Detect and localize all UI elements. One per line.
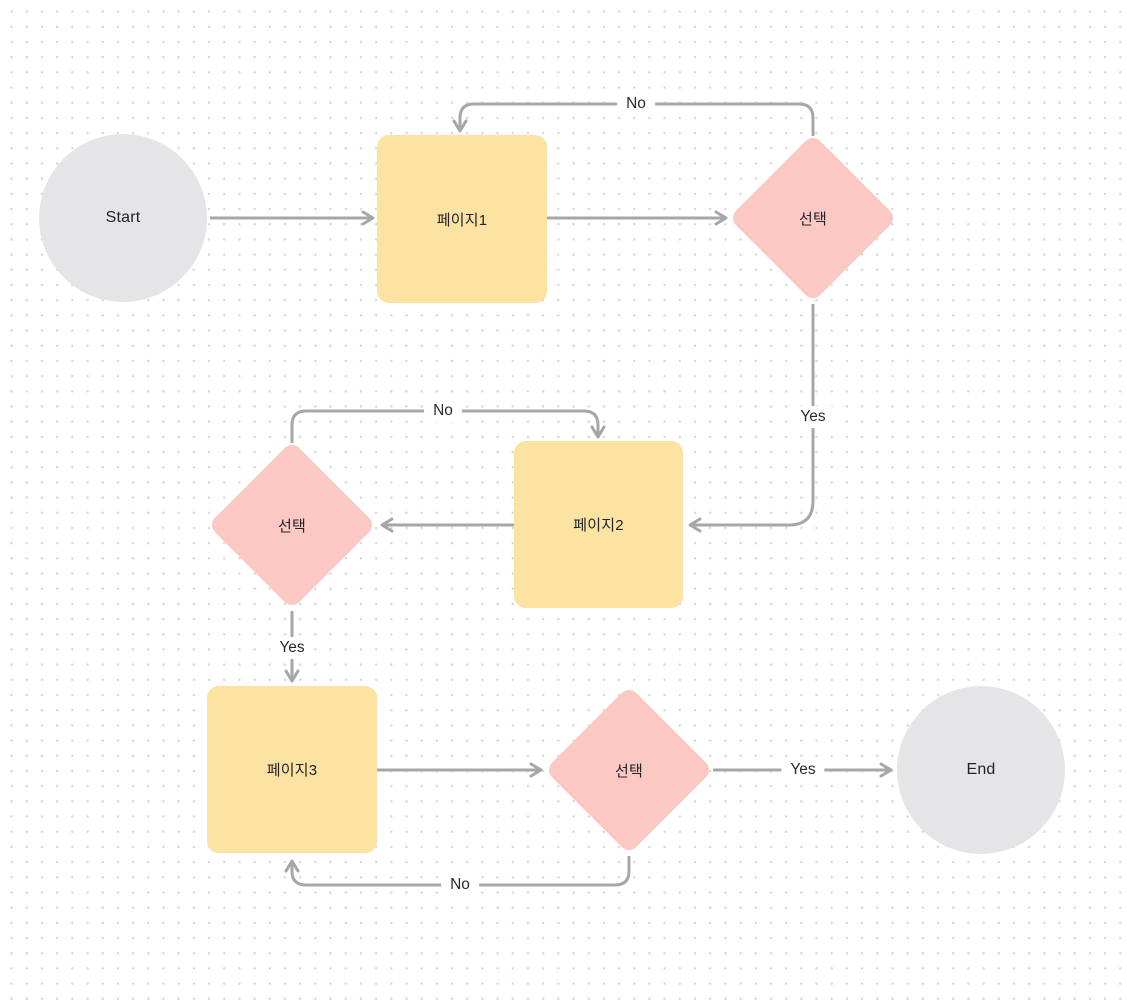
node-start-label: Start bbox=[105, 209, 141, 226]
node-end-label: End bbox=[966, 761, 996, 778]
edge-label-decision3-yes[interactable]: Yes bbox=[781, 759, 825, 781]
node-decision1-label: 선택 bbox=[798, 210, 827, 228]
node-end[interactable]: End bbox=[897, 686, 1065, 854]
node-decision2[interactable]: 선택 bbox=[207, 440, 377, 610]
node-page1[interactable]: 페이지1 bbox=[377, 135, 547, 303]
node-page3-label: 페이지3 bbox=[266, 762, 318, 779]
node-page2-label: 페이지2 bbox=[573, 517, 624, 534]
node-start[interactable]: Start bbox=[39, 134, 207, 302]
node-decision3[interactable]: 선택 bbox=[544, 685, 714, 855]
node-decision3-label: 선택 bbox=[614, 762, 643, 780]
node-decision2-label: 선택 bbox=[277, 517, 306, 535]
edge-label-decision2-no[interactable]: No bbox=[424, 400, 462, 422]
node-page3[interactable]: 페이지3 bbox=[207, 686, 377, 853]
node-page2[interactable]: 페이지2 bbox=[514, 441, 683, 608]
edge-label-decision3-no[interactable]: No bbox=[441, 874, 479, 896]
edge-label-decision1-yes[interactable]: Yes bbox=[791, 406, 835, 428]
edge-label-decision1-no[interactable]: No bbox=[617, 93, 655, 115]
edge-label-decision2-yes[interactable]: Yes bbox=[270, 637, 314, 659]
node-page1-label: 페이지1 bbox=[436, 211, 488, 229]
connector-decision1-yes-to-page2[interactable] bbox=[688, 304, 815, 533]
node-decision1[interactable]: 선택 bbox=[728, 133, 898, 303]
